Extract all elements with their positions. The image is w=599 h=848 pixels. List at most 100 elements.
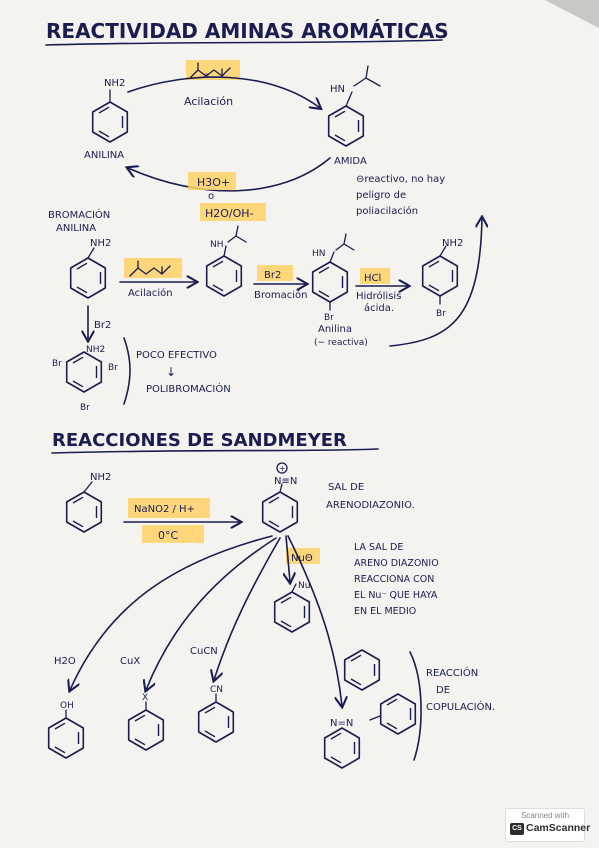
- benzene-aniline-2: [69, 257, 107, 299]
- brace-poco: [123, 337, 131, 405]
- acetyl-3: [335, 233, 355, 251]
- arrow-cux: [146, 537, 277, 690]
- note-down-arrow: ↓: [166, 365, 176, 379]
- benzene-bromoamida: [311, 261, 349, 303]
- anhydride-1: [189, 62, 231, 79]
- benzene-diazonio: [261, 491, 299, 533]
- highlight-br2: [257, 265, 293, 281]
- arrow-cucn: [214, 537, 281, 680]
- anilina-note-2: (− reactiva): [314, 338, 368, 348]
- benzene-haluro: [127, 709, 165, 751]
- reagent-br2-down: Br2: [94, 320, 111, 331]
- camscanner-logo-icon: CS: [510, 823, 524, 835]
- azo-group: N=N: [330, 718, 353, 729]
- x-group: X: [142, 693, 148, 703]
- br-5: Br: [80, 403, 90, 413]
- reagent-nano2: NaNO2 / H+: [134, 504, 195, 515]
- arrow-hidrolisis-1: [128, 157, 331, 192]
- diazonium-group: N≡N: [274, 476, 297, 487]
- arrow-h2o: [70, 535, 273, 690]
- reagent-nuo: NuΘ: [291, 553, 313, 564]
- nh2-2: NH2: [90, 238, 111, 249]
- label-bromacion-anilina: ANILINA: [56, 223, 96, 234]
- copulacion-line-2: DE: [436, 685, 450, 696]
- benzene-aniline-1: [91, 101, 129, 143]
- nh2-1: NH2: [104, 78, 125, 89]
- label-acilacion-2: Acilación: [128, 287, 173, 299]
- reagent-h2o: H2O: [54, 656, 76, 667]
- title-underline: [45, 39, 443, 46]
- reagent-temp: 0°C: [158, 529, 178, 542]
- copulacion-line-1: REACCIÓN: [426, 666, 478, 679]
- arrow-acilacion-1: [127, 76, 320, 108]
- nh2-3: NH2: [442, 238, 463, 249]
- bond-hn-2: [329, 251, 335, 263]
- br-3: Br: [52, 359, 62, 369]
- hn-1: HN: [330, 84, 345, 95]
- reagent-h3o: H3O+: [197, 176, 230, 189]
- benzene-copulacion-reactivo: [343, 649, 381, 691]
- benzene-azo-1: [323, 727, 361, 769]
- bond-nh2-5: [83, 481, 93, 493]
- anilina-note-1: Anilina: [318, 324, 352, 335]
- sal-line-1: SAL DE: [328, 482, 364, 493]
- bond-nh2-2: [87, 247, 95, 259]
- highlight-0c: [142, 525, 204, 543]
- anhydride-o: o: [204, 71, 209, 80]
- title-sandmeyer: REACCIONES DE SANDMEYER: [52, 430, 347, 451]
- br-1: Br: [324, 313, 334, 323]
- note-line-5: EN EL MEDIO: [354, 606, 416, 617]
- br-2: Br: [436, 309, 446, 319]
- anhydride-2: [129, 260, 171, 277]
- bond-hn-1: [345, 91, 353, 107]
- amida-note-line-2: peligro de: [356, 190, 406, 201]
- note-line-2: ARENO DIAZONIO: [354, 558, 439, 569]
- amida-note-line-1: ⊖reactivo, no hay: [356, 174, 445, 185]
- camscanner-caption: Scanned with: [520, 811, 570, 820]
- benzene-azo-2: [379, 693, 417, 735]
- page-corner: [545, 0, 599, 28]
- benzene-tribromoanilina: [65, 351, 103, 393]
- acetyl-2: [227, 225, 247, 243]
- label-acilacion-1: Acilación: [184, 95, 233, 108]
- label-hidrolisis-1: Hidrólisis: [356, 290, 401, 302]
- label-hidrolisis-2: ácida.: [364, 302, 394, 314]
- note-line-4: EL Nu⁻ QUE HAYA: [354, 590, 438, 601]
- title-2-underline: [51, 448, 379, 454]
- reagent-cux: CuX: [120, 656, 140, 667]
- bond-n2: [279, 483, 283, 493]
- nh-2: NH: [210, 240, 224, 250]
- reagent-hcl: HCl: [364, 273, 381, 284]
- nh2-4: NH2: [86, 345, 105, 355]
- note-polibromacion: POLIBROMACIÓN: [146, 382, 231, 395]
- benzene-nu: [273, 591, 311, 633]
- oh-group: OH: [60, 701, 74, 711]
- arrow-return: [389, 218, 482, 347]
- br-4: Br: [108, 363, 118, 373]
- bond-azo: [369, 715, 381, 721]
- benzene-nitrilo: [197, 701, 235, 743]
- highlight-nuo: [286, 548, 320, 564]
- title-reactividad: REACTIVIDAD AMINAS AROMÁTICAS: [46, 19, 449, 43]
- highlight-hcl: [360, 268, 390, 284]
- highlight-h2o-oh: [200, 203, 266, 221]
- cn-group: CN: [210, 685, 223, 695]
- diazonium-plus: +: [279, 464, 286, 473]
- plus-circle: [276, 462, 288, 474]
- highlight-h3o: [188, 172, 236, 190]
- bond-nu: [291, 583, 297, 593]
- sal-line-2: ARENODIAZONIO.: [326, 500, 415, 511]
- acetyl-1: [353, 65, 381, 87]
- reagent-h2o-oh: H2O/OH-: [205, 207, 254, 220]
- note-line-1: LA SAL DE: [354, 542, 403, 553]
- brace-copulacion: [409, 651, 422, 761]
- bond-nh-2: [223, 245, 227, 257]
- reagent-o: o: [208, 191, 214, 202]
- benzene-aniline-3: [65, 491, 103, 533]
- label-anilina: ANILINA: [84, 150, 124, 161]
- label-bromacion-step: Bromación: [254, 289, 307, 301]
- highlight-nano2: [128, 498, 210, 518]
- bond-nh2-3: [439, 245, 447, 257]
- arrow-nu: [286, 535, 290, 582]
